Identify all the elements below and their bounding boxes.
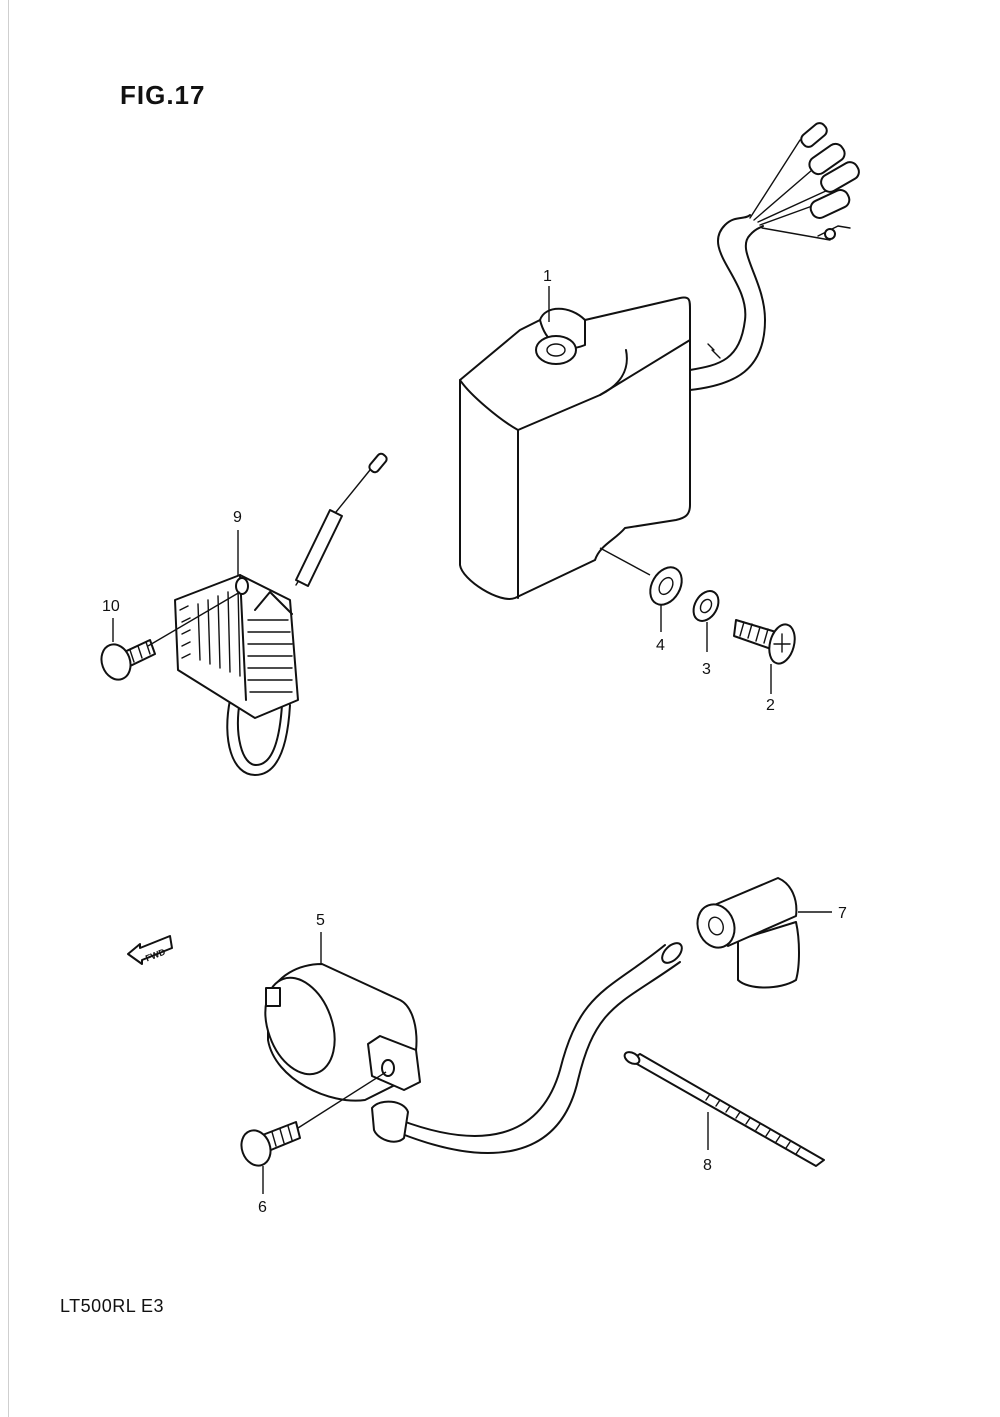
washer-icon <box>692 590 720 622</box>
callout-3: 3 <box>702 661 711 678</box>
regulator-icon <box>174 452 388 776</box>
figure-title: FIG.17 <box>120 80 206 110</box>
leader-screw10-to-regulator <box>147 591 241 647</box>
screw-icon <box>240 1121 301 1167</box>
callout-9: 9 <box>233 509 242 526</box>
washer-icon <box>649 566 683 606</box>
fwd-arrow-icon: FWD <box>127 935 173 965</box>
callout-4: 4 <box>656 637 665 654</box>
callout-2: 2 <box>766 697 775 714</box>
callout-5: 5 <box>316 912 325 929</box>
callout-8: 8 <box>703 1157 712 1174</box>
callout-10: 10 <box>102 598 120 615</box>
plug-cap-icon <box>696 877 800 989</box>
model-code: LT500RL E3 <box>60 1296 165 1316</box>
callout-6: 6 <box>258 1199 267 1216</box>
screw-icon <box>100 639 156 681</box>
leader-screw6-to-coil <box>297 1071 387 1129</box>
callout-1: 1 <box>543 268 552 285</box>
leader-part1-to-washer <box>599 547 651 576</box>
ignition-coil-icon <box>264 942 683 1154</box>
callout-7: 7 <box>838 905 847 922</box>
screw-icon <box>733 619 796 665</box>
ignitor-unit-icon <box>459 122 860 600</box>
binding-margin-line <box>8 0 9 1417</box>
cable-tie-icon <box>623 1051 825 1167</box>
